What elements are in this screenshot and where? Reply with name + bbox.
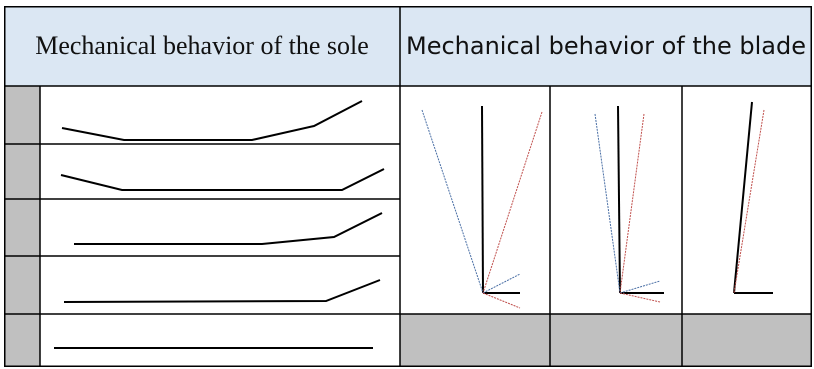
blade-1-blue-long [421, 109, 484, 294]
behavior-table: Mechanical behavior of the sole Mechanic… [4, 6, 812, 367]
blade-2-vertical [617, 105, 621, 294]
blade-2-blue-short [619, 280, 661, 294]
blade-1-red-short [482, 292, 521, 309]
blade-diagram-1 [421, 105, 543, 309]
blade-1-blue-short [482, 273, 521, 294]
blade-diagram-3 [733, 101, 773, 294]
blade-diagrams [421, 101, 773, 309]
blade-2-blue-long [594, 113, 621, 294]
blade-2-red-long [619, 113, 645, 294]
blade-1-vertical [481, 105, 484, 294]
blade-1-red-long [482, 111, 543, 294]
blade-diagram-2 [594, 105, 664, 303]
blade-2-red-short [619, 292, 661, 303]
